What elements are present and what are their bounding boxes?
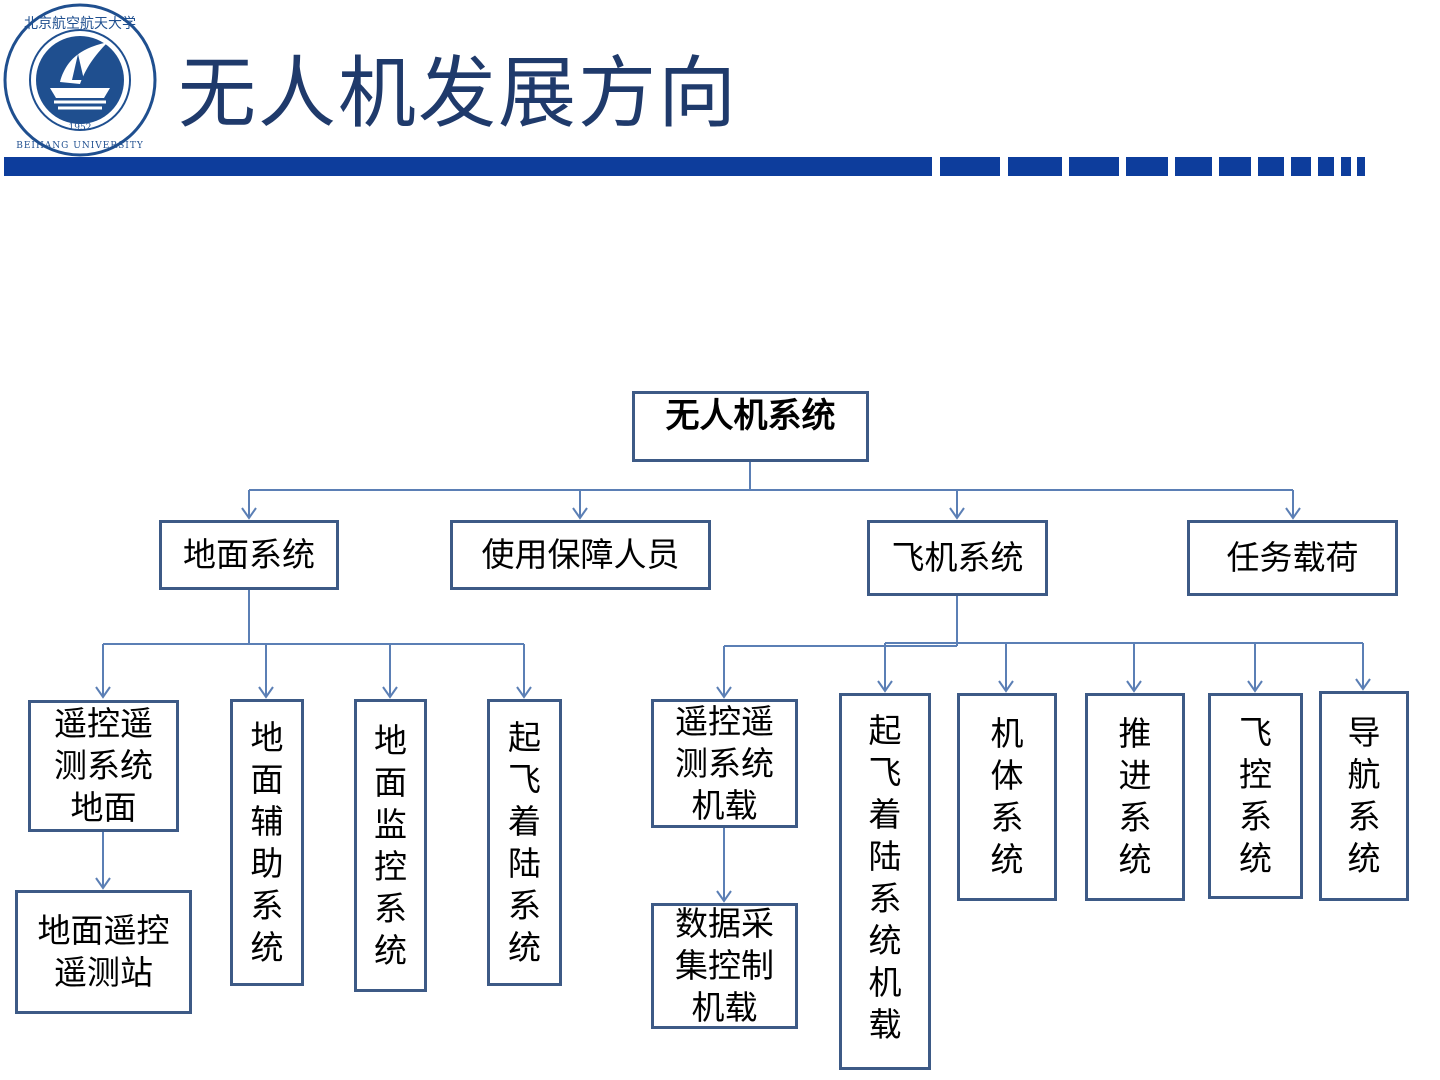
node-navigation-system-label: 导航系统 [1347,713,1381,878]
slide-title: 无人机发展方向 [178,49,739,139]
node-ground-takeoff-landing: 起飞着陆系统 [487,699,562,986]
node-support-personnel-label: 使用保障人员 [481,535,680,574]
node-propulsion-system-label: 推进系统 [1118,714,1152,879]
arrowhead-data-acq [716,890,732,903]
node-ground-takeoff-landing-label: 起飞着陆系统 [508,717,541,967]
logo-bottom-text: BEIHANG UNIVERSITY [16,141,144,151]
node-ttc-ground: 遥控遥测系统地面 [28,700,179,832]
node-ground-monitor: 地面监控系统 [354,699,427,992]
arrowhead-navigation [1355,678,1371,691]
node-data-acquisition: 数据采集控制机载 [651,903,798,1029]
arrowhead-takeoff-airborne [877,680,893,693]
node-data-acquisition-label: 数据采集控制机载 [675,904,774,1027]
node-ttc-station-label: 地面遥控遥测站 [37,911,170,992]
arrowhead-monitor [382,686,398,699]
node-flight-control-system: 飞控系统 [1208,693,1303,899]
node-flight-control-system-label: 飞控系统 [1239,713,1272,878]
node-ground-monitor-label: 地面监控系统 [374,720,407,970]
arrowhead-flight-control [1247,680,1263,693]
arrowhead-takeoff [516,686,532,699]
arrowhead-propulsion [1126,680,1142,693]
node-ttc-airborne-label: 遥控遥测系统机载 [675,701,774,825]
arrowhead-ttc-airborne [716,686,732,699]
arrowhead-airframe [998,680,1014,693]
node-airframe-system-label: 机体系统 [990,714,1024,879]
arrowhead-personnel [572,507,588,520]
arrowhead-payload [1285,507,1301,520]
node-uav-system: 无人机系统 [632,391,869,462]
logo-year: 1952 [69,123,92,133]
arrowhead-aux [258,686,274,699]
arrowhead-ground [241,507,257,520]
university-logo: 北京航空航天大学 BEIHANG UNIVERSITY 1952 [3,3,157,157]
node-ground-system: 地面系统 [159,520,339,590]
node-ttc-station: 地面遥控遥测站 [15,890,192,1014]
node-ground-aux: 地面辅助系统 [230,699,304,986]
node-mission-payload-label: 任务载荷 [1226,538,1359,577]
node-aircraft-system: 飞机系统 [867,520,1048,596]
node-navigation-system: 导航系统 [1319,691,1409,901]
node-airframe-system: 机体系统 [957,693,1057,901]
node-uav-system-label: 无人机系统 [665,396,836,436]
arrowhead-aircraft [949,507,965,520]
node-propulsion-system: 推进系统 [1085,693,1185,901]
node-support-personnel: 使用保障人员 [450,520,711,590]
node-ttc-airborne: 遥控遥测系统机载 [651,699,798,828]
node-takeoff-landing-airborne-label: 起飞着陆系统机载 [868,711,902,1044]
node-mission-payload: 任务载荷 [1187,520,1398,596]
node-takeoff-landing-airborne: 起飞着陆系统机载 [839,693,931,1070]
arrowhead-ttc-ground [95,686,111,699]
node-aircraft-system-label: 飞机系统 [891,538,1024,577]
node-ttc-ground-label: 遥控遥测系统地面 [54,704,153,827]
node-ground-aux-label: 地面辅助系统 [250,717,284,967]
node-ground-system-label: 地面系统 [183,535,315,574]
arrowhead-station [95,877,111,890]
logo-top-text: 北京航空航天大学 [24,16,136,32]
